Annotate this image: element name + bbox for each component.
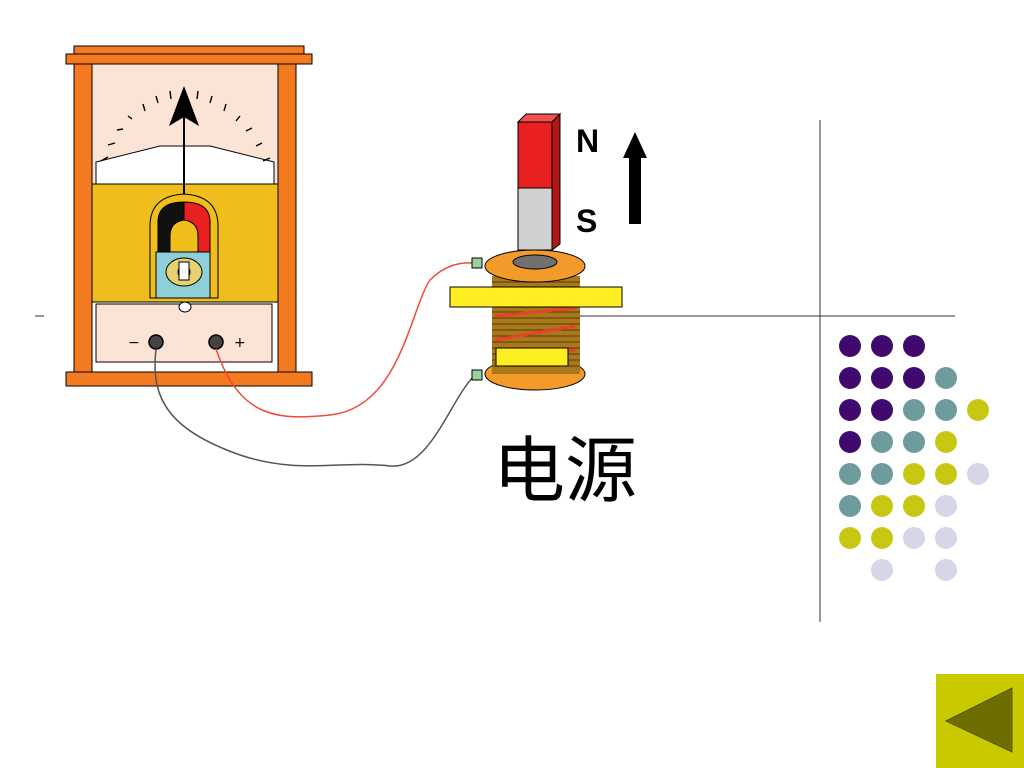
power-source-caption: 电源 (493, 429, 637, 513)
south-pole-label: S (576, 203, 597, 239)
decorative-dot (935, 431, 957, 453)
decorative-dot (935, 527, 957, 549)
decorative-dot (839, 367, 861, 389)
decorative-dot (871, 335, 893, 357)
decorative-dot (935, 367, 957, 389)
meter-terminal-plus (208, 334, 224, 350)
motion-up-arrow-icon (623, 132, 647, 224)
decorative-dot (871, 367, 893, 389)
meter-terminal-minus (148, 334, 164, 350)
decorative-dot (871, 559, 893, 581)
decorative-dot (839, 495, 861, 517)
terminal-minus-label: − (128, 335, 140, 351)
decorative-dot (839, 399, 861, 421)
north-pole-label: N (576, 123, 599, 159)
red-wire (215, 262, 475, 418)
decorative-dot (871, 463, 893, 485)
solenoid-coil (449, 249, 623, 391)
decorative-dot (903, 367, 925, 389)
meter-scale-ticks (100, 90, 271, 162)
meter-needle-arrowhead (169, 86, 199, 126)
connecting-wires (154, 262, 475, 467)
decorative-dot-grid (839, 335, 989, 581)
decorative-dot (967, 399, 989, 421)
slide-guide-lines (35, 120, 955, 622)
terminal-plus-label: + (234, 335, 246, 351)
meter-movement (149, 193, 219, 299)
decorative-dot (903, 335, 925, 357)
decorative-dot (935, 559, 957, 581)
decorative-dot (935, 399, 957, 421)
decorative-dot (839, 431, 861, 453)
decorative-dot (935, 463, 957, 485)
decorative-dot (871, 431, 893, 453)
decorative-dot (871, 527, 893, 549)
decorative-dot (839, 463, 861, 485)
decorative-dot (935, 495, 957, 517)
magnet-south-half (517, 185, 553, 251)
decorative-dot (839, 527, 861, 549)
decorative-dot (839, 335, 861, 357)
decorative-dot (903, 399, 925, 421)
triangle-left-icon (944, 687, 1013, 753)
coil-band-lower (495, 347, 569, 367)
magnet-north-half (517, 121, 553, 189)
back-button[interactable] (936, 674, 1024, 768)
decorative-dot (903, 495, 925, 517)
decorative-dot (871, 399, 893, 421)
decorative-dot (871, 495, 893, 517)
decorative-dot (903, 431, 925, 453)
decorative-dot (967, 463, 989, 485)
gray-wire (154, 348, 475, 467)
coil-band-upper (449, 286, 623, 308)
decorative-dot (903, 463, 925, 485)
galvanometer: − + (65, 45, 313, 387)
bar-magnet (516, 112, 562, 251)
decorative-dot (903, 527, 925, 549)
